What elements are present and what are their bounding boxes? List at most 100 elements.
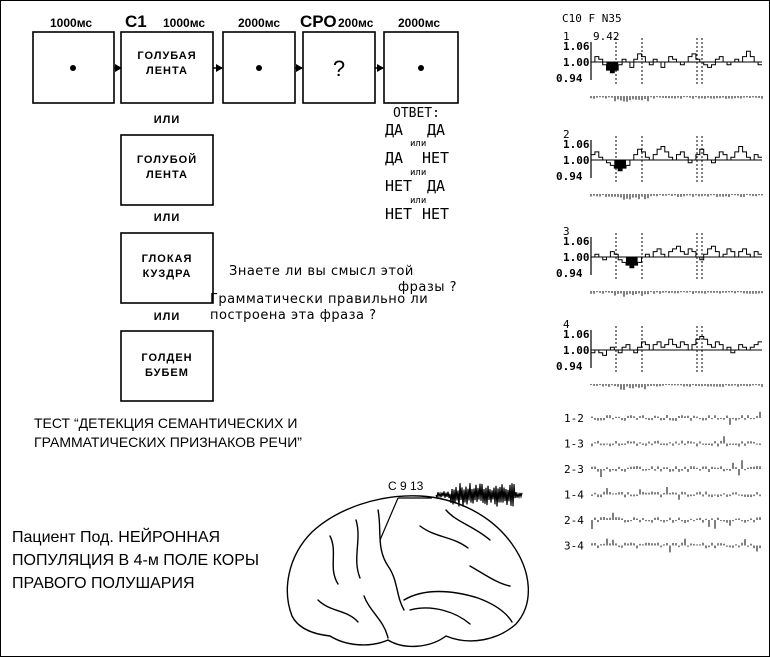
first-value-label: 9.42 [593,30,620,43]
alt1-line2: ЛЕНТА [146,169,188,181]
spike-burst-trace [435,483,523,507]
panel-number: 4 [563,318,570,331]
answer-or-2: или [410,168,426,178]
sequence-box-4: ? [302,31,376,104]
graph-panel-1: 1 9.421.06 1.00 0.94 [556,30,763,102]
cross-row-label: 2-3 [564,463,584,476]
panel-trace [591,336,762,356]
sequence-box-2: ГОЛУБАЯ ЛЕНТА [120,31,214,104]
significant-decrease-area [606,62,619,73]
c1-label: С1 [125,12,147,31]
panel-number: 1 [563,30,570,43]
timing-1: 1000мс [50,16,92,30]
answer-or-1: или [410,139,426,149]
ytick-label: 0.94 [556,360,583,373]
sequence-box-1 [32,31,115,104]
graph-panel-2: 21.06 1.00 0.94 [556,128,763,200]
sequence-box-5 [383,31,459,104]
answer-row2-left: ДА [385,149,403,167]
spike-raster-row [590,96,763,102]
answer-title: ОТВЕТ: [393,106,440,121]
panel-trace [591,50,762,74]
q1-line2: фразы ? [398,280,457,295]
cross-row-ticks [591,436,761,447]
ytick-label: 1.06 [563,235,590,248]
ytick-label: 1.00 [563,344,590,357]
ytick-label: 1.00 [563,154,590,167]
patient-line2: ПОПУЛЯЦИЯ В 4-м ПОЛЕ КОРЫ [12,552,259,569]
timing-2: 1000мс [163,16,205,30]
timing-5: 2000мс [398,16,440,30]
cross-row-ticks [591,512,761,529]
question-mark: ? [333,56,345,81]
ytick-label: 1.00 [563,56,590,69]
ytick-label: 1.06 [563,138,590,151]
cross-row-3-4: 3-4 [564,538,761,553]
cross-correlation-rows: 1-2 1-3 2-3 1-4 2-4 3-4 [564,411,761,553]
ytick-label: 0.94 [556,170,583,183]
cross-row-label: 3-4 [564,540,584,553]
graph-panel-3: 31.061.000.94 [556,225,763,297]
patient-line3: ПРАВОГО ПОЛУШАРИЯ [12,575,195,592]
q2-line1: Грамматически правильно ли [210,292,428,307]
test-title-line1: ТЕСТ “ДЕТЕКЦИЯ СЕМАНТИЧЕСКИХ И [34,415,297,431]
answer-row4-right: НЕТ [422,205,449,223]
spike-raster-row [590,291,763,297]
test-title-line2: ГРАММАТИЧЕСКИХ ПРИЗНАКОВ РЕЧИ” [34,434,302,450]
cross-row-label: 1-4 [564,489,584,502]
timing-3: 2000мс [238,16,280,30]
or-2: ИЛИ [154,212,181,224]
q1-line1: Знаете ли вы смысл этой [229,264,414,279]
brain-sketch [286,495,529,648]
alt2-line1: ГЛОКАЯ [142,253,193,265]
q2-line2: построена эта фраза ? [210,308,377,323]
cross-row-1-2: 1-2 [564,411,761,425]
significant-decrease-area [626,257,638,268]
cross-row-label: 2-4 [564,514,584,527]
panel-number: 3 [563,225,570,238]
answer-row1-right: ДА [427,121,445,139]
alt3-line1: ГОЛДЕН [141,352,192,364]
alt1-line1: ГОЛУБОЙ [137,153,197,166]
cross-row-label: 1-2 [564,412,584,425]
cross-row-ticks [591,411,761,425]
graphs-header: C10 F N35 [562,12,622,25]
cross-row-2-3: 2-3 [564,460,761,477]
cpo-label: СРО [300,12,337,31]
spike-raster-row [590,194,763,200]
answer-block: ОТВЕТ: ДА ДА или ДА НЕТ или НЕТ ДА или Н… [385,106,449,223]
alt-box-1: ГОЛУБОЙ ЛЕНТА [120,134,214,206]
cross-row-ticks [591,538,761,553]
cross-row-ticks [591,460,761,477]
questions-block: Знаете ли вы смысл этой фразы ? Граммати… [210,264,457,323]
alt-box-2: ГЛОКАЯ КУЗДРА [120,232,214,304]
answer-or-3: или [410,196,426,206]
or-3: ИЛИ [154,311,181,323]
cross-row-2-4: 2-4 [564,512,761,529]
or-1: ИЛИ [154,114,181,126]
panel-number: 2 [563,128,570,141]
electrode-label: С 9 13 [388,479,424,493]
answer-row3-right: ДА [427,177,445,195]
ytick-label: 1.06 [563,40,590,53]
answer-row1-left: ДА [385,121,403,139]
ytick-label: 0.94 [556,267,583,280]
graph-panel-4: 41.061.000.94 [556,318,763,390]
alt-box-3: ГОЛДЕН БУБЕМ [120,330,214,402]
panel-trace [591,245,762,269]
panel-trace [591,146,762,172]
cross-row-1-3: 1-3 [564,436,761,451]
box2-line1: ГОЛУБАЯ [137,50,196,62]
timing-4: 200мс [338,16,374,30]
cross-row-1-4: 1-4 [564,487,761,502]
answer-row2-right: НЕТ [422,149,449,167]
cross-row-ticks [591,487,761,500]
electrode-pointer [379,497,399,541]
spike-raster-row [590,384,763,390]
answer-row4-left: НЕТ [385,205,412,223]
sequence-box-3 [222,31,296,104]
ytick-label: 0.94 [556,72,583,85]
alt3-line2: БУБЕМ [145,367,189,379]
